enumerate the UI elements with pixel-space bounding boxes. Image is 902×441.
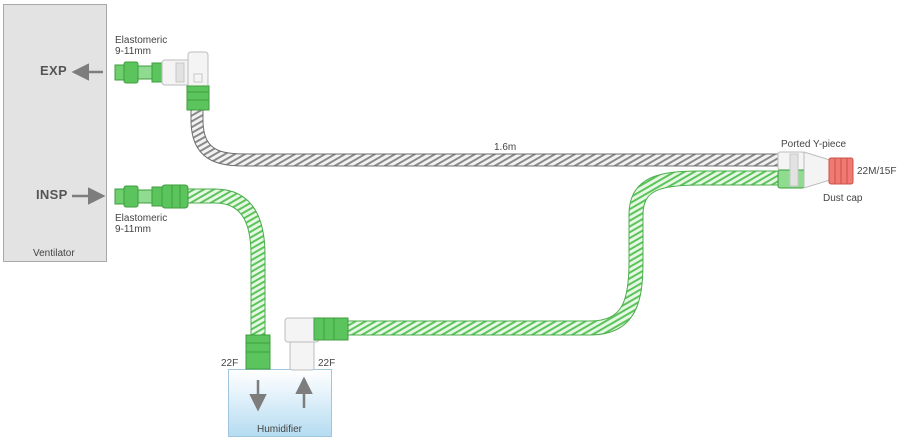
ventilator-label: Ventilator: [33, 248, 75, 259]
expiratory-tube: [191, 108, 790, 166]
expiratory-connector-label-2: 9-11mm: [115, 46, 151, 57]
humidifier-label: Humidifier: [257, 424, 303, 435]
humidifier-right-port-label: 22F: [318, 358, 336, 369]
dust-cap: [828, 157, 854, 185]
humidifier-box: [228, 369, 332, 437]
dust-cap-label: Dust cap: [823, 193, 863, 204]
humidifier-inlet-cuff: [245, 334, 271, 370]
insp-port-label: INSP: [36, 187, 68, 202]
ventilator-box: [3, 4, 107, 262]
heated-inspiratory-tube-outline: [345, 170, 790, 336]
expiratory-elastomeric-connector: [114, 51, 209, 89]
ported-y-piece: [777, 151, 831, 189]
exp-port-label: EXP: [40, 63, 67, 78]
inspiratory-connector-label-2: 9-11mm: [115, 224, 151, 235]
expiratory-connector-label-1: Elastomeric: [115, 35, 168, 46]
heated-inspiratory-tube: [345, 171, 790, 335]
y-piece-label: Ported Y-piece: [781, 139, 847, 150]
cap-size-label: 22M/15F: [857, 166, 897, 177]
tube-length-label: 1.6m: [494, 142, 517, 153]
humidifier-outlet-elbow: [284, 317, 349, 371]
inspiratory-tube: [188, 189, 265, 338]
inspiratory-elastomeric-connector: [114, 184, 189, 209]
expiratory-elbow-cuff: [186, 85, 210, 111]
humidifier-left-port-label: 22F: [221, 358, 239, 369]
inspiratory-connector-label-1: Elastomeric: [115, 213, 168, 224]
